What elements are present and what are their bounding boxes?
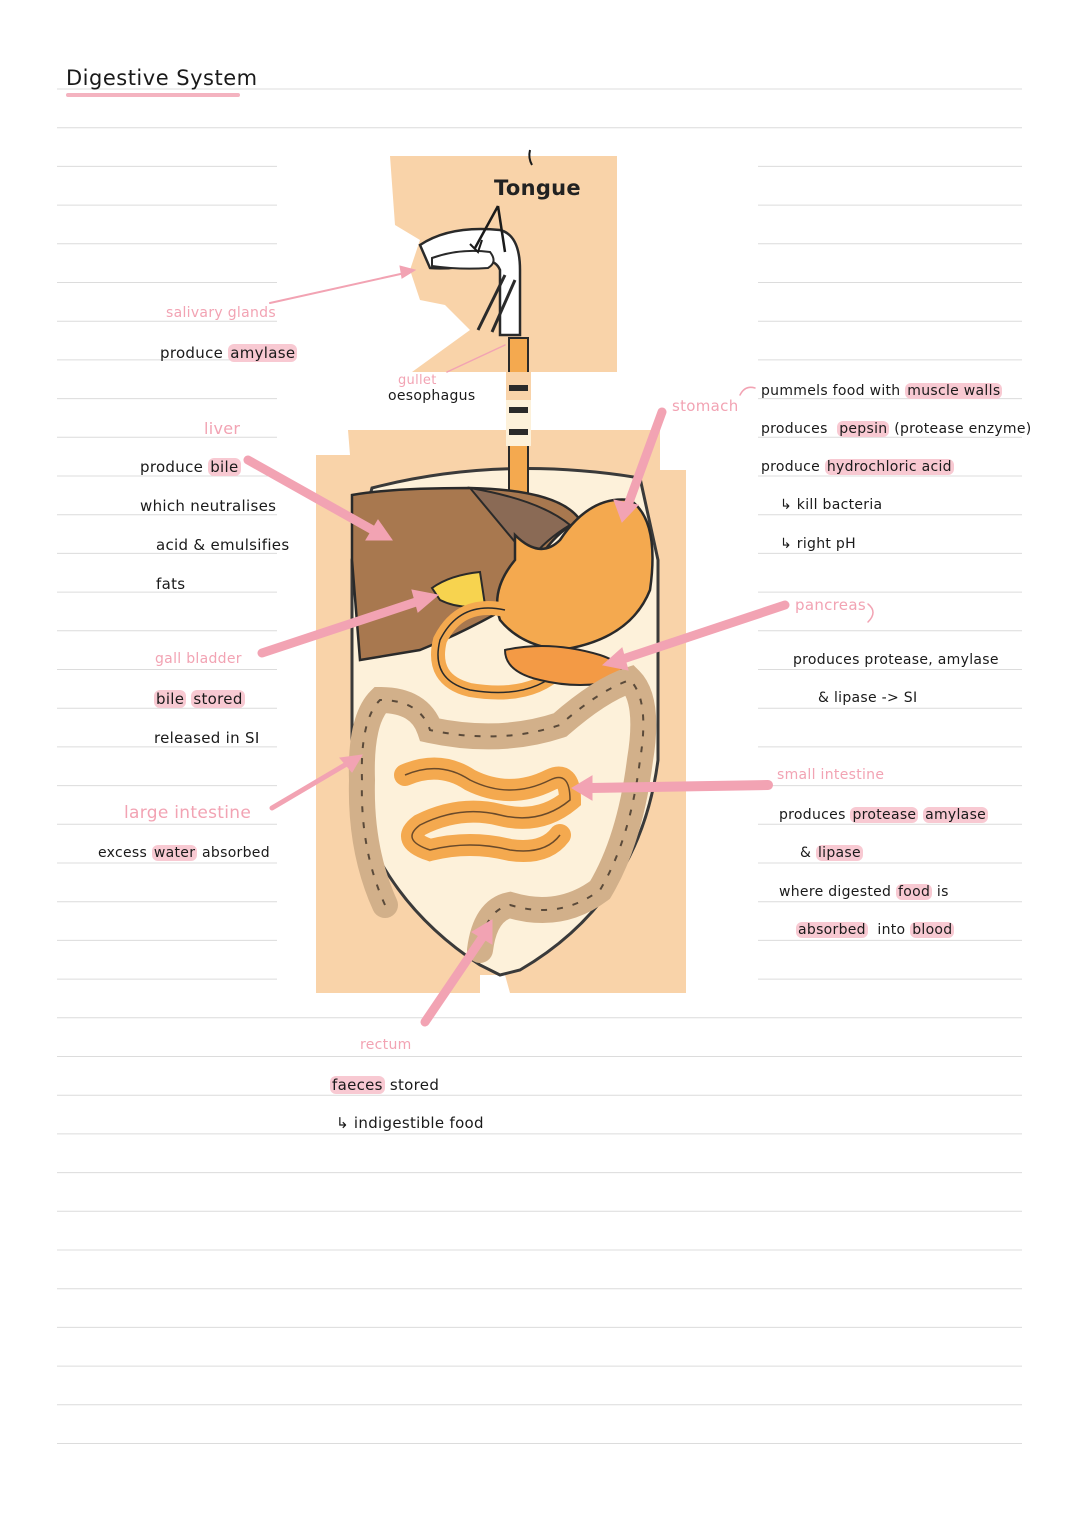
small-intestine-note-1: produces protease amylase xyxy=(779,807,989,823)
arrow-liver xyxy=(243,455,383,538)
gall-bladder-note-1: bile stored xyxy=(154,690,245,708)
liver-note-4: fats xyxy=(156,575,186,593)
pancreas-note-1: produces protease, amylase xyxy=(793,652,999,668)
small-intestine-note-2: & lipase xyxy=(800,845,863,861)
stomach-curl xyxy=(739,386,756,396)
stomach-label: stomach xyxy=(672,397,739,415)
oesophagus-label: oesophagus xyxy=(388,388,476,404)
small-intestine-note-4: absorbed into blood xyxy=(796,922,955,938)
pancreas-label: pancreas xyxy=(795,596,866,614)
tongue-label: Tongue xyxy=(494,176,581,200)
liver-note-3: acid & emulsifies xyxy=(156,536,290,554)
gall-bladder-note-2: released in SI xyxy=(154,729,260,747)
arrow-rectum xyxy=(420,930,489,1027)
tongue-shape xyxy=(431,249,495,270)
liver-note-2: which neutralises xyxy=(140,497,277,515)
title-underline xyxy=(66,93,240,97)
arrow-pancreas xyxy=(615,600,790,665)
large-intestine-label: large intestine xyxy=(124,803,252,823)
rectum-label: rectum xyxy=(360,1037,412,1053)
arrow-salivary xyxy=(269,272,406,304)
salivary-note: produce amylase xyxy=(160,344,298,362)
liver-note-1: produce bile xyxy=(140,458,241,476)
arrow-large-intestine xyxy=(269,759,353,811)
arrow-gullet xyxy=(446,344,506,373)
pancreas-curl xyxy=(867,603,874,623)
rectum-note-2: ↳ indigestible food xyxy=(336,1114,484,1132)
tongue-pointer xyxy=(473,205,507,253)
pancreas-note-2: & lipase -> SI xyxy=(818,690,918,706)
stomach-note-2: produces pepsin (protease enzyme) xyxy=(761,421,1032,437)
liver-label: liver xyxy=(204,419,241,438)
stomach-note-3: produce hydrochloric acid xyxy=(761,459,954,475)
stomach-note-4: ↳ kill bacteria xyxy=(780,497,883,513)
arrow-small-intestine xyxy=(585,780,773,793)
rectum-note-1: faeces stored xyxy=(330,1076,440,1094)
gullet-label: gullet xyxy=(398,373,437,388)
gall-bladder-label: gall bladder xyxy=(155,651,242,667)
salivary-glands-label: salivary glands xyxy=(166,305,276,321)
stomach-note-1: pummels food with muscle walls xyxy=(761,383,1003,399)
arrow-gall-bladder xyxy=(257,595,427,658)
small-intestine-label: small intestine xyxy=(777,767,885,783)
arrow-stomach xyxy=(623,407,667,510)
small-intestine-note-3: where digested food is xyxy=(779,884,949,900)
large-intestine-note: excess water absorbed xyxy=(98,845,270,861)
stomach xyxy=(495,498,654,652)
page-title: Digestive System xyxy=(66,66,258,90)
stomach-note-5: ↳ right pH xyxy=(780,536,856,552)
